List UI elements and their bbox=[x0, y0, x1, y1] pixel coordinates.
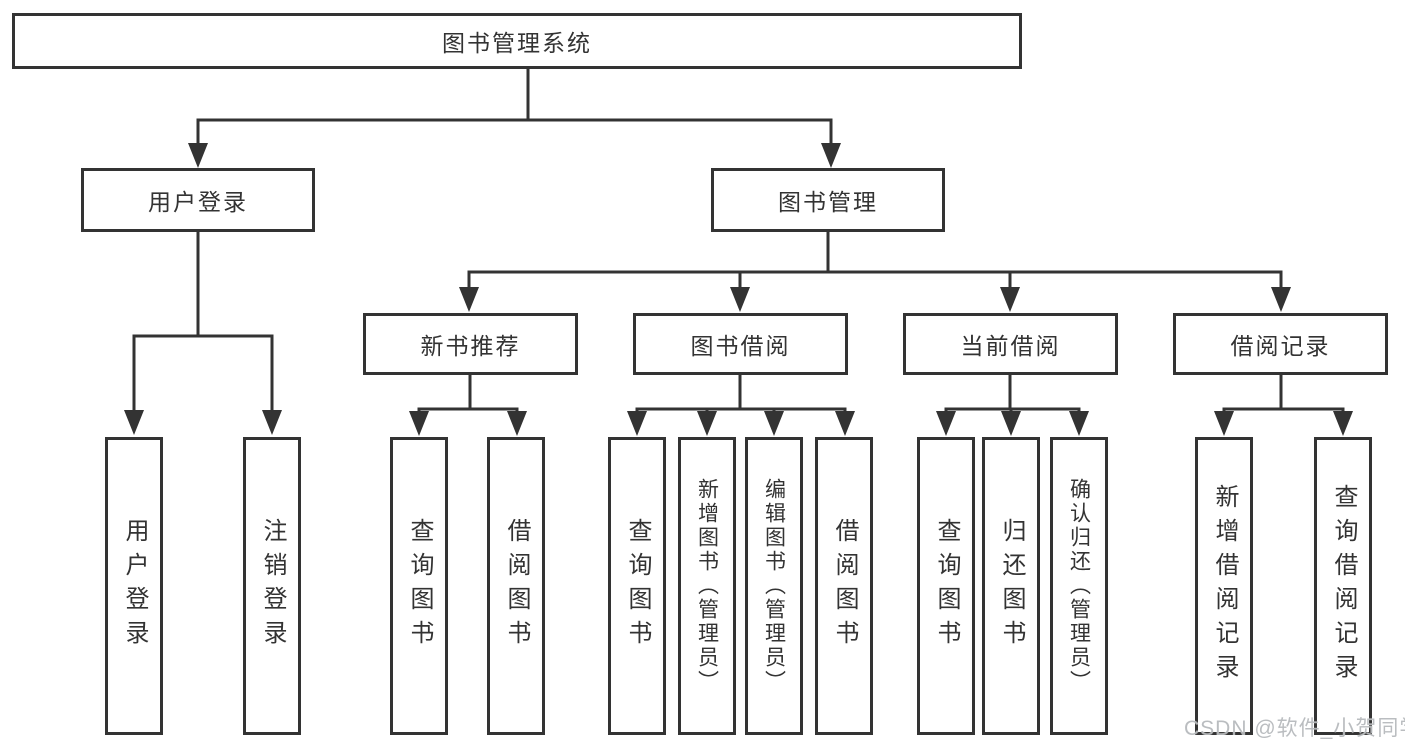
node-edit-book-admin: 编辑图书（管理员） bbox=[745, 437, 803, 735]
node-label: 用户登录 bbox=[121, 518, 148, 654]
node-add-borrow-record: 新增借阅记录 bbox=[1195, 437, 1253, 735]
node-label: 查询图书 bbox=[933, 518, 960, 654]
node-query-books-current: 查询图书 bbox=[917, 437, 975, 735]
node-label: 图书管理系统 bbox=[442, 30, 592, 56]
node-label: 确认归还（管理员） bbox=[1067, 478, 1091, 694]
node-label: 注销登录 bbox=[259, 518, 286, 654]
node-new-book-recommendation: 新书推荐 bbox=[363, 313, 578, 375]
node-confirm-return-admin: 确认归还（管理员） bbox=[1050, 437, 1108, 735]
node-borrow-books-recommend: 借阅图书 bbox=[487, 437, 545, 735]
node-current-borrowing: 当前借阅 bbox=[903, 313, 1118, 375]
node-book-borrowing: 图书借阅 bbox=[633, 313, 848, 375]
node-label: 借阅图书 bbox=[831, 518, 858, 654]
node-label: 新增借阅记录 bbox=[1211, 484, 1238, 688]
node-library-management-system: 图书管理系统 bbox=[12, 13, 1022, 69]
node-label: 编辑图书（管理员） bbox=[762, 478, 786, 694]
node-user-login-branch: 用户登录 bbox=[81, 168, 315, 232]
node-label: 归还图书 bbox=[998, 518, 1025, 654]
node-borrow-books-leaf: 借阅图书 bbox=[815, 437, 873, 735]
node-label: 查询借阅记录 bbox=[1330, 484, 1357, 688]
node-label: 查询图书 bbox=[406, 518, 433, 654]
node-logout-leaf: 注销登录 bbox=[243, 437, 301, 735]
node-return-book: 归还图书 bbox=[982, 437, 1040, 735]
node-label: 图书管理 bbox=[778, 189, 878, 215]
node-label: 图书借阅 bbox=[690, 333, 791, 359]
node-borrowing-records: 借阅记录 bbox=[1173, 313, 1388, 375]
node-label: 用户登录 bbox=[148, 189, 248, 215]
node-label: 查询图书 bbox=[624, 518, 651, 654]
node-label: 新增图书（管理员） bbox=[695, 478, 719, 694]
csdn-watermark: CSDN @软件_小贺同学 bbox=[1184, 717, 1405, 740]
node-label: 当前借阅 bbox=[960, 333, 1061, 359]
node-query-books-recommend: 查询图书 bbox=[390, 437, 448, 735]
node-query-books-borrow: 查询图书 bbox=[608, 437, 666, 735]
node-add-book-admin: 新增图书（管理员） bbox=[678, 437, 736, 735]
node-user-login-leaf: 用户登录 bbox=[105, 437, 163, 735]
node-book-management-branch: 图书管理 bbox=[711, 168, 945, 232]
node-label: 借阅记录 bbox=[1230, 333, 1331, 359]
node-label: 借阅图书 bbox=[503, 518, 530, 654]
node-label: 新书推荐 bbox=[420, 333, 521, 359]
node-query-borrow-record: 查询借阅记录 bbox=[1314, 437, 1372, 735]
